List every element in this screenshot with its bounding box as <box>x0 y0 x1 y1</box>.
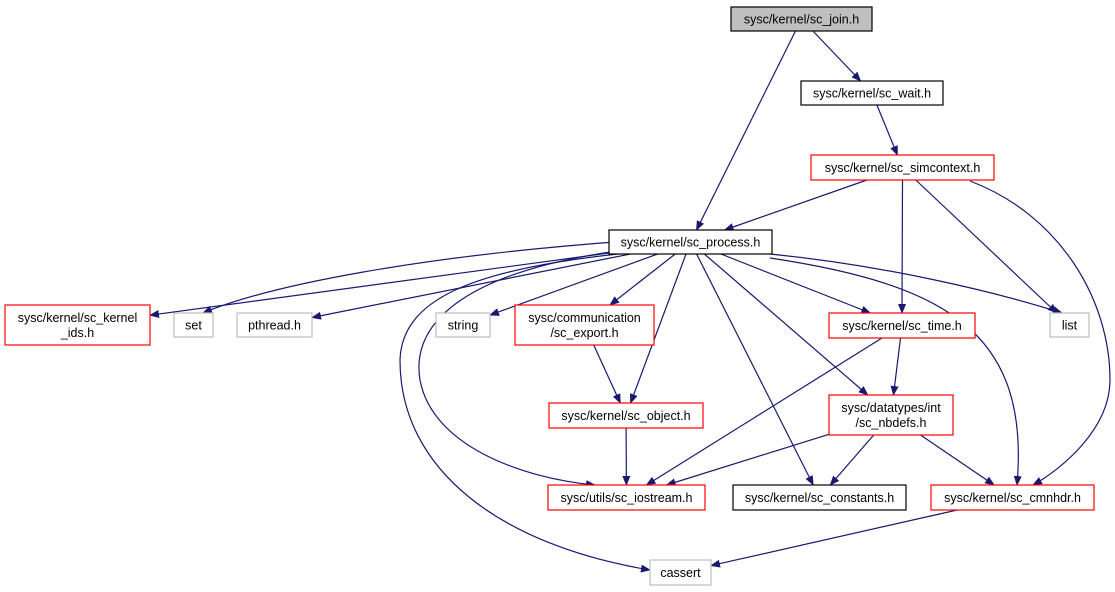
edge-sc-simcontext-to-sc-cmnhdr <box>969 180 1111 486</box>
node-box <box>1049 312 1090 338</box>
edges-layer <box>149 30 1111 573</box>
node-sc-kernel-ids[interactable]: sysc/kernel/sc_kernel_ids.h <box>4 304 151 346</box>
edge-sc-process-to-list <box>769 253 1063 315</box>
edge-sc-export-to-sc-object <box>593 344 621 404</box>
edge-sc-simcontext-to-list <box>915 179 1058 314</box>
node-label: sysc/kernel/sc_simcontext.h <box>825 161 981 175</box>
edge-sc-process-to-sc-constants <box>696 253 814 486</box>
node-box <box>828 394 954 436</box>
node-box <box>730 6 873 32</box>
node-label: /sc_nbdefs.h <box>856 416 927 430</box>
node-box <box>732 484 907 511</box>
node-label: sysc/kernel/sc_time.h <box>842 319 962 333</box>
edge-sc-process-to-cassert <box>399 253 651 573</box>
node-label: string <box>448 319 479 333</box>
edge-sc-join-to-sc-wait <box>812 30 862 82</box>
node-label: sysc/kernel/sc_join.h <box>744 13 859 27</box>
node-label: sysc/kernel/sc_object.h <box>561 409 690 423</box>
nodes-layer: sysc/kernel/sc_join.h sysc/kernel/sc_wait… <box>4 6 1095 586</box>
edge-sc-process-to-sc-object <box>629 253 687 404</box>
node-label: sysc/kernel/sc_cmnhdr.h <box>944 491 1081 505</box>
node-sc-cmnhdr[interactable]: sysc/kernel/sc_cmnhdr.h <box>930 484 1095 511</box>
edge-sc-simcontext-to-sc-process <box>723 179 868 231</box>
node-sc-simcontext[interactable]: sysc/kernel/sc_simcontext.h <box>810 154 995 181</box>
node-label: sysc/kernel/sc_constants.h <box>745 491 894 505</box>
node-box <box>810 154 995 181</box>
node-label: list <box>1062 319 1078 333</box>
node-label: sysc/kernel/sc_process.h <box>621 236 761 250</box>
node-set[interactable]: set <box>173 312 214 338</box>
node-sc-object[interactable]: sysc/kernel/sc_object.h <box>548 402 704 429</box>
node-sc-join[interactable]: sysc/kernel/sc_join.h <box>730 6 873 32</box>
node-box <box>800 80 944 106</box>
edge-sc-process-to-pthread <box>311 253 631 320</box>
node-sc-constants[interactable]: sysc/kernel/sc_constants.h <box>732 484 907 511</box>
edge-sc-process-to-sc-export <box>609 253 676 306</box>
node-box <box>930 484 1095 511</box>
node-box <box>173 312 214 338</box>
node-sc-export[interactable]: sysc/communication/sc_export.h <box>514 304 655 346</box>
node-string[interactable]: string <box>435 312 491 338</box>
node-box <box>548 402 704 429</box>
node-box <box>435 312 491 338</box>
edge-sc-process-to-set <box>202 240 629 314</box>
node-label: sysc/utils/sc_iostream.h <box>561 491 693 505</box>
node-label: sysc/kernel/sc_wait.h <box>813 87 931 101</box>
node-box <box>236 312 313 338</box>
node-list[interactable]: list <box>1049 312 1090 338</box>
node-sc-iostream[interactable]: sysc/utils/sc_iostream.h <box>547 484 706 511</box>
edge-sc-join-to-sc-process <box>695 30 797 231</box>
edge-sc-time-to-sc-iostream <box>645 337 883 486</box>
edge-sc-nbdefs-to-sc-constants <box>829 434 875 486</box>
node-box <box>547 484 706 511</box>
node-box <box>4 304 151 346</box>
edge-sc-process-to-sc-time <box>720 253 872 314</box>
edge-sc-process-to-sc-nbdefs <box>704 253 869 396</box>
node-sc-nbdefs[interactable]: sysc/datatypes/int/sc_nbdefs.h <box>828 394 954 436</box>
node-label: sysc/kernel/sc_kernel <box>18 311 138 325</box>
node-box <box>608 229 773 255</box>
node-label: set <box>185 319 202 333</box>
node-sc-process[interactable]: sysc/kernel/sc_process.h <box>608 229 773 255</box>
edge-sc-cmnhdr-to-cassert <box>710 509 958 568</box>
node-label: /sc_export.h <box>550 326 618 340</box>
node-label: cassert <box>660 566 701 580</box>
node-label: sysc/communication <box>528 311 641 325</box>
edge-sc-simcontext-to-sc-time <box>898 179 907 314</box>
edge-sc-nbdefs-to-sc-iostream <box>665 433 830 487</box>
node-box <box>649 559 712 586</box>
node-sc-wait[interactable]: sysc/kernel/sc_wait.h <box>800 80 944 106</box>
node-box <box>828 312 976 339</box>
node-label: sysc/datatypes/int <box>841 401 941 415</box>
node-box <box>514 304 655 346</box>
edge-sc-time-to-sc-nbdefs <box>890 337 902 396</box>
node-label: pthread.h <box>248 319 301 333</box>
edge-sc-process-to-sc-iostream <box>418 247 641 489</box>
edge-sc-wait-to-sc-simcontext <box>876 104 898 156</box>
node-cassert[interactable]: cassert <box>649 559 712 586</box>
node-sc-time[interactable]: sysc/kernel/sc_time.h <box>828 312 976 339</box>
node-label: _ids.h <box>60 326 94 340</box>
node-pthread[interactable]: pthread.h <box>236 312 313 338</box>
edge-sc-nbdefs-to-sc-cmnhdr <box>920 434 995 486</box>
edge-sc-process-to-sc-cmnhdr <box>769 257 1022 486</box>
